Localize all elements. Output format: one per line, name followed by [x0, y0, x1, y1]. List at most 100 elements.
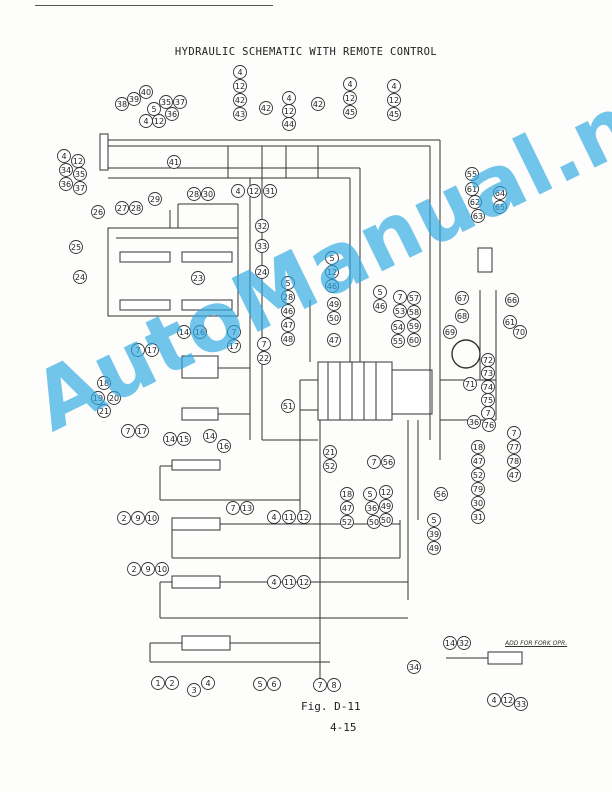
callout-circle: [267, 677, 281, 691]
callout-number: 17: [229, 342, 239, 351]
callout-balloon: 33: [514, 697, 528, 711]
callout-balloon: 23: [191, 271, 205, 285]
callout-circle: [69, 240, 83, 254]
callout-balloon: 37: [73, 181, 87, 195]
callout-circle: [481, 366, 495, 380]
callout-number: 4: [143, 117, 148, 126]
callout-number: 11: [284, 578, 294, 587]
callout-circle: [325, 265, 339, 279]
callout-number: 54: [393, 323, 403, 332]
callout-circle: [233, 107, 247, 121]
callout-circle: [387, 107, 401, 121]
callout-balloon: 28: [281, 290, 295, 304]
callout-number: 25: [71, 243, 81, 252]
callout-circle: [173, 95, 187, 109]
callout-balloon: 18: [97, 376, 111, 390]
page-number: 4-15: [330, 721, 357, 734]
callout-number: 59: [409, 322, 419, 331]
callout-circle: [282, 117, 296, 131]
callout-circle: [434, 487, 448, 501]
callout-balloon: 49: [427, 541, 441, 555]
callout-number: 74: [483, 383, 493, 392]
callout-circle: [159, 95, 173, 109]
callout-circle: [393, 290, 407, 304]
callout-number: 4: [347, 80, 352, 89]
callout-number: 12: [345, 94, 355, 103]
callout-number: 26: [93, 208, 103, 217]
callout-circle: [379, 485, 393, 499]
callout-circle: [257, 337, 271, 351]
callout-balloon: 16: [193, 325, 207, 339]
callout-number: 33: [516, 700, 526, 709]
callout-number: 31: [473, 513, 483, 522]
callout-balloon: 5: [373, 285, 387, 299]
callout-balloon: 27: [115, 201, 129, 215]
callout-balloon: 14: [203, 429, 217, 443]
callout-circle: [240, 501, 254, 515]
callout-number: 46: [327, 282, 337, 291]
callout-number: 78: [509, 457, 519, 466]
callout-circle: [226, 501, 240, 515]
callout-circle: [503, 315, 517, 329]
callout-circle: [91, 205, 105, 219]
callout-number: 13: [242, 504, 252, 513]
callout-number: 58: [409, 308, 419, 317]
callout-balloon: 4: [139, 114, 153, 128]
callout-circle: [373, 285, 387, 299]
callout-number: 12: [249, 187, 259, 196]
callout-number: 4: [491, 696, 496, 705]
callout-number: 36: [469, 418, 479, 427]
callout-number: 12: [299, 513, 309, 522]
callout-number: 14: [445, 639, 455, 648]
callout-balloon: 36: [165, 107, 179, 121]
callout-number: 4: [391, 82, 396, 91]
callout-balloon: 11: [282, 510, 296, 524]
callout-number: 4: [286, 94, 291, 103]
callout-balloon: 17: [135, 424, 149, 438]
callout-circle: [427, 513, 441, 527]
callout-circle: [493, 186, 507, 200]
callout-circle: [391, 320, 405, 334]
callout-balloon: 74: [481, 380, 495, 394]
callout-balloon: 47: [471, 454, 485, 468]
callout-balloon: 9: [131, 511, 145, 525]
callout-balloon: 26: [91, 205, 105, 219]
callout-balloon: 32: [457, 636, 471, 650]
fork-cylinder: [487, 651, 523, 665]
callout-balloon: 57: [407, 291, 421, 305]
callout-circle: [311, 97, 325, 111]
callout-balloon: 4: [267, 510, 281, 524]
callout-balloon: 5: [281, 276, 295, 290]
callout-circle: [201, 187, 215, 201]
callout-balloon: 51: [281, 399, 295, 413]
callout-circle: [327, 678, 341, 692]
callout-balloon: 33: [255, 239, 269, 253]
callout-balloon: 49: [379, 499, 393, 513]
callout-circle: [471, 440, 485, 454]
callout-balloon: 5: [363, 487, 377, 501]
callout-number: 67: [457, 294, 467, 303]
callout-balloon: 7: [481, 406, 495, 420]
callout-circle: [131, 343, 145, 357]
callout-number: 23: [193, 274, 203, 283]
callout-balloon: 36: [467, 415, 481, 429]
callout-number: 40: [141, 88, 151, 97]
callout-number: 14: [165, 435, 175, 444]
callout-number: 52: [342, 518, 352, 527]
callout-number: 15: [179, 435, 189, 444]
callout-balloon: 13: [240, 501, 254, 515]
callout-number: 47: [283, 321, 293, 330]
callout-circle: [379, 499, 393, 513]
callout-number: 56: [383, 458, 393, 467]
callout-balloon: 73: [481, 366, 495, 380]
callout-circle: [513, 325, 527, 339]
callout-number: 47: [342, 504, 352, 513]
callout-number: 24: [75, 273, 85, 282]
callout-balloon: 7: [257, 337, 271, 351]
callout-number: 46: [283, 307, 293, 316]
callout-number: 53: [395, 307, 405, 316]
callout-number: 7: [511, 429, 516, 438]
callout-circle: [387, 93, 401, 107]
callout-balloon: 17: [227, 339, 241, 353]
callout-circle: [381, 455, 395, 469]
